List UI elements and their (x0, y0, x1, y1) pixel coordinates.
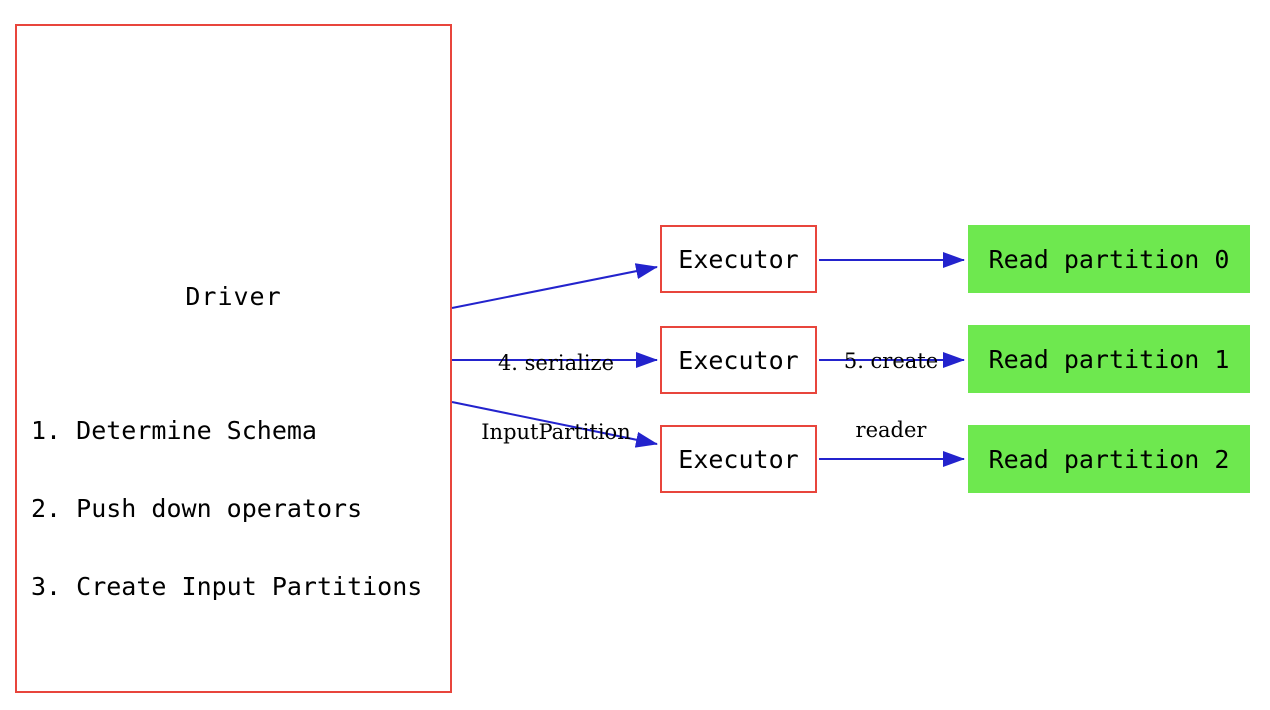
executor-box-0: Executor (660, 225, 817, 293)
edge-label-line: 4. serialize (497, 351, 615, 375)
executor-label: Executor (678, 345, 799, 375)
driver-title: Driver (185, 282, 282, 311)
executor-box-1: Executor (660, 326, 817, 394)
read-partition-box-2: Read partition 2 (968, 425, 1250, 493)
edge-label-line: InputPartition (481, 420, 631, 444)
read-partition-label: Read partition 1 (988, 344, 1230, 374)
read-partition-box-1: Read partition 1 (968, 325, 1250, 393)
arrow-driver-to-executor-0 (451, 263, 658, 309)
driver-box: Driver 1. Determine Schema 2. Push down … (15, 24, 452, 693)
read-partition-label: Read partition 2 (988, 444, 1230, 474)
edge-label-serialize-input-partition: 4. serialize InputPartition (448, 306, 664, 490)
executor-box-2: Executor (660, 425, 817, 493)
driver-steps: 1. Determine Schema 2. Push down operato… (31, 366, 422, 652)
driver-step: 2. Push down operators (31, 494, 363, 523)
read-partition-box-0: Read partition 0 (968, 225, 1250, 293)
edge-label-create-reader: 5. create reader (812, 304, 970, 488)
read-partition-label: Read partition 0 (988, 244, 1230, 274)
edge-label-line: 5. create (843, 349, 939, 373)
driver-step: 1. Determine Schema (31, 416, 317, 445)
driver-step: 3. Create Input Partitions (31, 572, 423, 601)
executor-label: Executor (678, 244, 799, 274)
executor-label: Executor (678, 444, 799, 474)
edge-label-line: reader (855, 418, 927, 442)
